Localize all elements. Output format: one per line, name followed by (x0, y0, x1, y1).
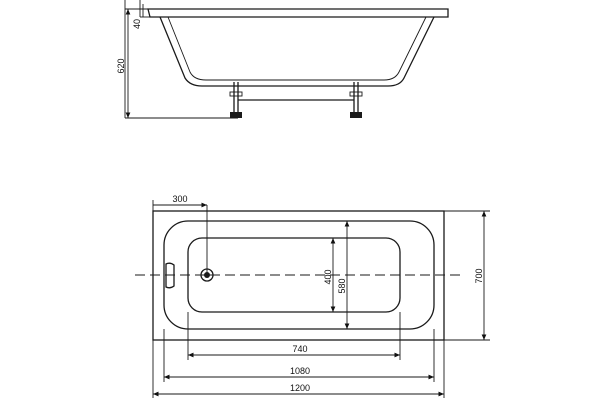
side-rim (147, 8, 449, 18)
dim-40-label: 40 (132, 19, 142, 29)
side-view: 620 40 (116, 0, 449, 119)
dim-400-label: 400 (323, 269, 333, 284)
overflow-icon (165, 262, 175, 289)
side-tub-inner (167, 16, 427, 81)
dim-580-label: 580 (337, 278, 347, 293)
plan-interior (163, 220, 435, 330)
dim-1080-label: 1080 (290, 366, 310, 376)
dim-1200-label: 1200 (290, 383, 310, 393)
side-tub-body (159, 16, 435, 87)
plan-outer-rim (152, 210, 445, 341)
dim-620-label: 620 (116, 58, 126, 73)
dim-700-label: 700 (474, 268, 484, 283)
dim-300-label: 300 (172, 194, 187, 204)
dim-740-label: 740 (292, 344, 307, 354)
plan-view: 300 400 580 700 740 1080 1200 (135, 194, 490, 398)
side-leg-left (229, 82, 243, 118)
